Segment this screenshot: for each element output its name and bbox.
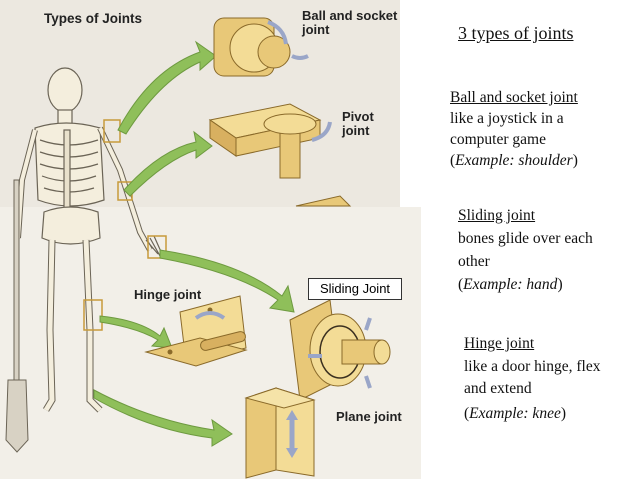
partial-joint-drawing: [295, 195, 352, 207]
saddle-drawing: [289, 299, 391, 401]
section-sliding-title: Sliding joint: [458, 207, 536, 224]
joint-drawings: [5, 17, 391, 479]
figure-title: Types of Joints: [44, 11, 143, 26]
section-sliding-line: bones glide over each: [458, 230, 593, 247]
sliding-joint-callout: Sliding Joint: [308, 278, 402, 300]
section-ball-socket-example: (Example: shoulder): [450, 152, 578, 169]
shovel-drawing: [5, 179, 29, 453]
ball-socket-label: Ball and socket joint: [302, 8, 398, 37]
section-hinge-example: (Example: knee): [464, 405, 566, 422]
plane-drawing: [244, 387, 316, 479]
section-hinge-title: Hinge joint: [464, 335, 535, 352]
section-sliding-example: (Example: hand): [458, 276, 563, 293]
hinge-drawing: [144, 295, 248, 367]
section-hinge-line: and extend: [464, 380, 532, 397]
section-ball-socket-line: computer game: [450, 131, 546, 148]
plane-label: Plane joint: [336, 409, 402, 424]
section-sliding-line: other: [458, 253, 490, 270]
pivot-drawing: [208, 103, 332, 179]
section-hinge-line: like a door hinge, flex: [464, 358, 601, 375]
pivot-label: Pivot joint: [342, 109, 374, 138]
section-ball-socket-title: Ball and socket joint: [450, 89, 578, 106]
pointer-arrows: [93, 40, 295, 447]
skeleton-figure: [15, 67, 163, 413]
joint-illustration: Types of Joints Ball and socket joint Pi…: [0, 0, 421, 479]
hinge-label: Hinge joint: [134, 287, 202, 302]
ball-socket-drawing: [213, 17, 309, 77]
knee-highlight: [83, 299, 103, 331]
section-ball-socket-line: like a joystick in a: [450, 110, 564, 127]
slide-heading: 3 types of joints: [458, 23, 574, 43]
hand-highlight: [147, 235, 167, 259]
